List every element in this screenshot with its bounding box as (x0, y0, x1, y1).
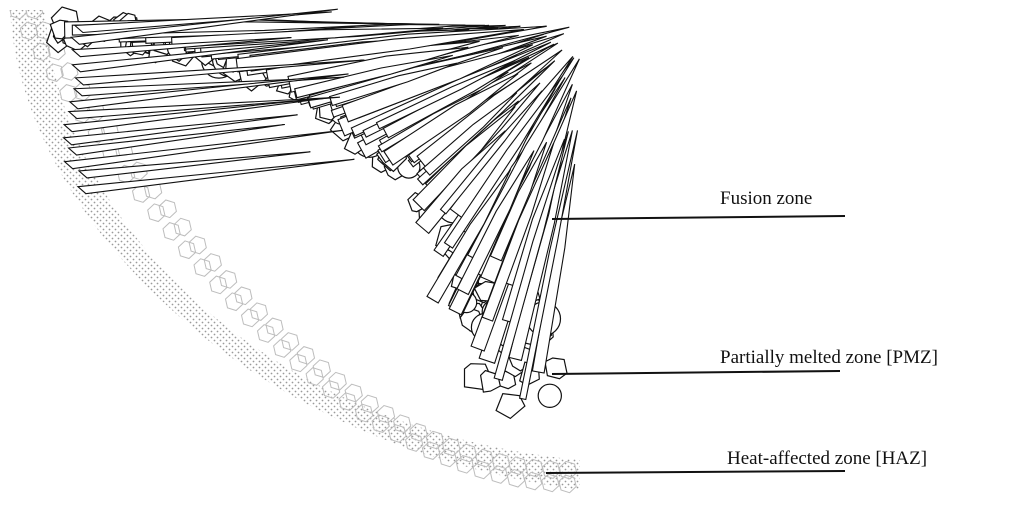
haz-grain-cell (189, 236, 206, 254)
haz-grain-cell (194, 259, 211, 277)
haz-grain-cell (266, 318, 283, 336)
haz-grain-cell (235, 287, 252, 305)
pmz-leader-line (552, 371, 840, 374)
fusion-zone-dendrite (78, 159, 354, 193)
pmz-round-grain (538, 384, 561, 407)
haz-grain-cell (210, 276, 227, 294)
haz-grain-cell (178, 241, 195, 259)
haz-grain-cell (148, 204, 165, 222)
haz-grain-cell (220, 271, 237, 289)
heat-affected-zone-label: Heat-affected zone [HAZ] (727, 449, 927, 468)
haz-grain-cell (174, 218, 191, 236)
partially-melted-zone-label: Partially melted zone [PMZ] (720, 348, 938, 367)
haz-grain-cell (60, 85, 77, 103)
haz-grain-cell (226, 293, 243, 311)
fusion-zone-dendrites (64, 9, 580, 399)
haz-grain-cell (242, 309, 259, 327)
haz-grain-cell (250, 303, 267, 321)
haz-leader-line (546, 471, 845, 473)
fusion-zone-leader-line (552, 216, 845, 219)
haz-grain-cell (163, 223, 180, 241)
pmz-polygon-grain (545, 358, 567, 379)
haz-grain-cell (204, 254, 221, 272)
haz-grain-cell (159, 200, 176, 218)
fusion-zone-label: Fusion zone (720, 189, 812, 208)
haz-grain-cell (258, 325, 275, 343)
